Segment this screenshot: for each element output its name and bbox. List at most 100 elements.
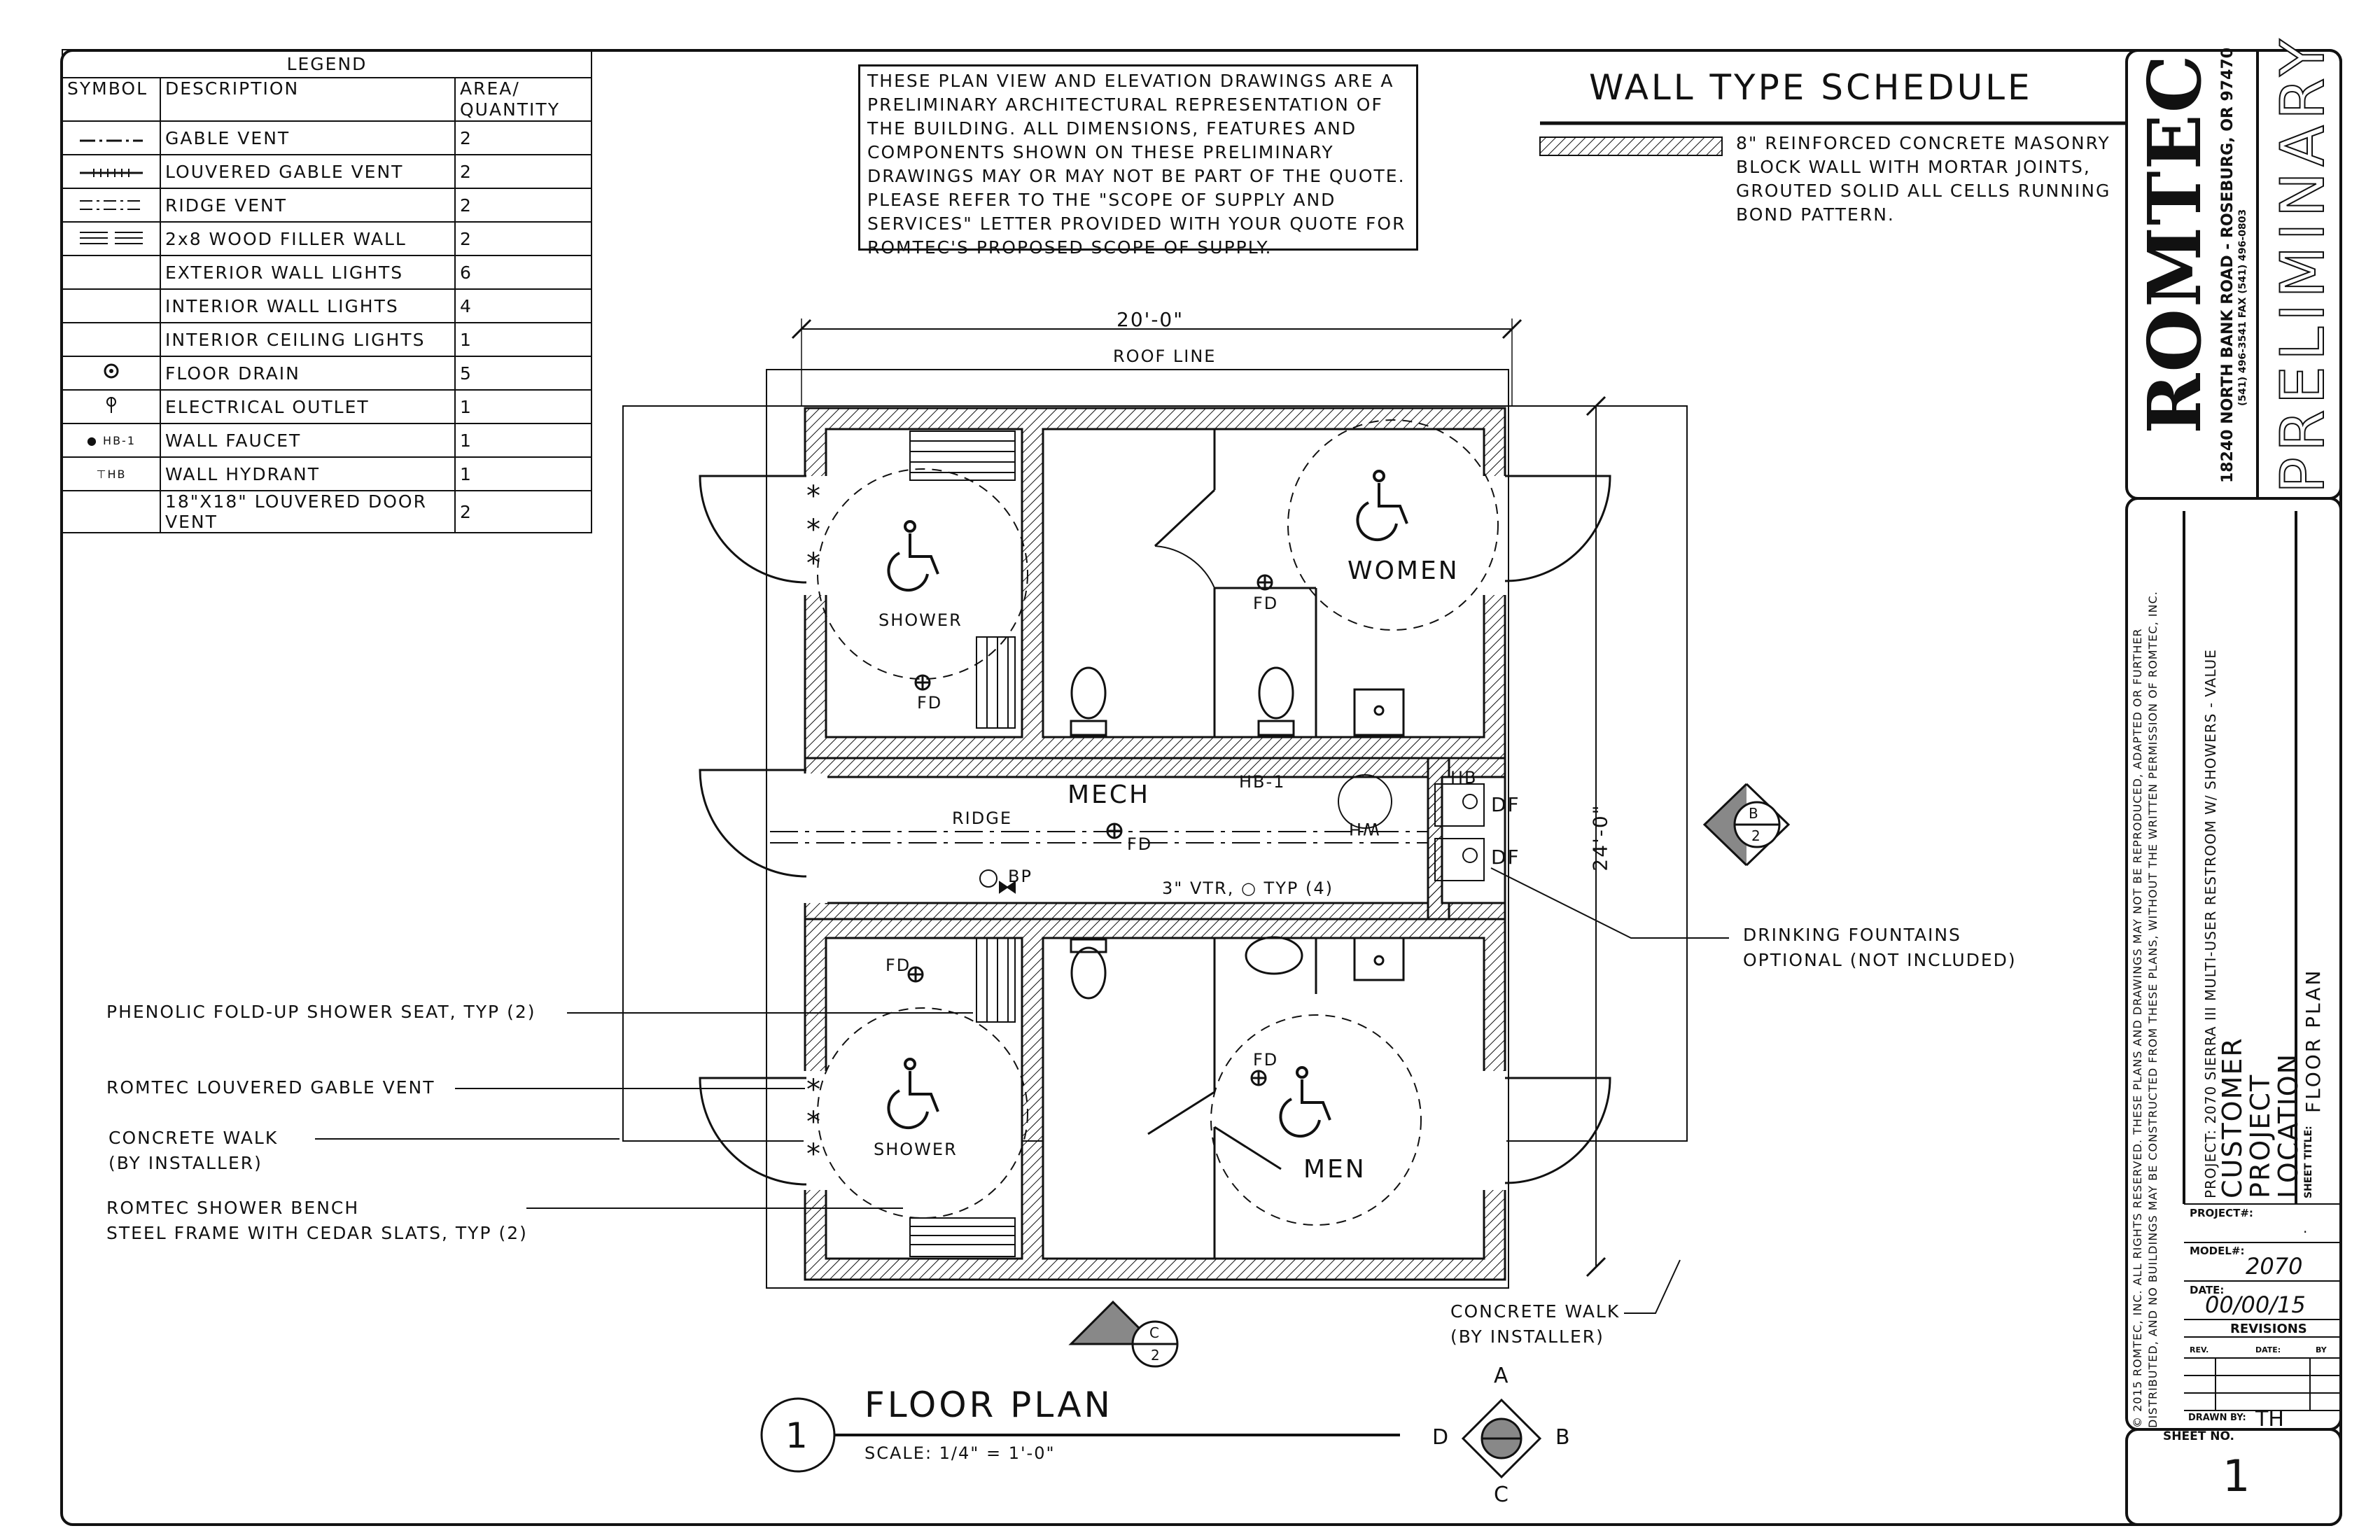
legend-qty: 1 [454, 389, 592, 424]
copyright-line1: © 2015 ROMTEC, INC. ALL RIGHTS RESERVED.… [2131, 628, 2144, 1428]
room-men: MEN [1303, 1155, 1366, 1184]
legend-description: FLOOR DRAIN [160, 356, 456, 391]
faucet-symbol-label: HB-1 [103, 433, 136, 447]
legend-description: EXTERIOR WALL LIGHTS [160, 255, 456, 290]
callout-fountains: DRINKING FOUNTAINS OPTIONAL (NOT INCLUDED… [1743, 923, 2017, 973]
compass-d: D [1432, 1425, 1449, 1450]
vtr-text: 3" VTR, [1162, 878, 1241, 898]
accessible-icon [887, 470, 1408, 1138]
callout-fountains-line2: OPTIONAL (NOT INCLUDED) [1743, 950, 2017, 970]
project-number: . [2303, 1219, 2308, 1236]
legend-qty: 6 [454, 255, 592, 290]
legend-qty: 2 [454, 188, 592, 223]
callout-fountains-line1: DRINKING FOUNTAINS [1743, 925, 1961, 945]
louvered-gable-vent-icon [62, 154, 161, 189]
customer-label: CUSTOMER [2217, 1037, 2248, 1198]
vtr-label: 3" VTR, ○ TYP (4) [1162, 878, 1334, 898]
dimension-width: 20'-0" [1116, 308, 1184, 331]
callout-walk-right: CONCRETE WALK (BY INSTALLER) [1450, 1299, 1620, 1350]
fd-label: FD [1253, 594, 1279, 613]
df-label: DF [1491, 846, 1520, 869]
ridge-vent-icon [62, 188, 161, 223]
drawing-scale: SCALE: 1/4" = 1'-0" [864, 1443, 1056, 1463]
callout-shower-seat: PHENOLIC FOLD-UP SHOWER SEAT, TYP (2) [106, 1002, 536, 1022]
revisions-label: REVISIONS [2230, 1322, 2307, 1336]
legend-row: ⊤HB WALL HYDRANT 1 [62, 456, 592, 491]
gable-vent-icon [62, 120, 161, 155]
legend-row: RIDGE VENT 2 [62, 188, 592, 223]
callout-bench-line1: ROMTEC SHOWER BENCH [106, 1198, 360, 1218]
compass-b: B [1555, 1425, 1570, 1450]
legend-header-symbol: SYMBOL [62, 77, 161, 122]
legend-qty: 2 [454, 120, 592, 155]
drawn-by-label: DRAWN BY: [2188, 1413, 2246, 1423]
legend-qty: 4 [454, 288, 592, 323]
callout-walk-right-line2: (BY INSTALLER) [1450, 1326, 1604, 1347]
legend-header-area: AREA/ QUANTITY [454, 77, 592, 122]
sheet-title-label: SHEET TITLE: [2303, 1126, 2314, 1198]
df-label: DF [1491, 793, 1520, 816]
legend-row: 18"X18" LOUVERED DOOR VENT 2 [62, 490, 592, 533]
legend-row: LOUVERED GABLE VENT 2 [62, 154, 592, 189]
wh-label: WH [1348, 819, 1380, 839]
legend-row: 2x8 WOOD FILLER WALL 2 [62, 221, 592, 256]
svg-text:*: * [806, 514, 820, 546]
wall-schedule-title: WALL TYPE SCHEDULE [1589, 67, 2033, 108]
section-c-number: 2 [1151, 1347, 1161, 1364]
legend-title: LEGEND [62, 49, 592, 78]
section-b-letter: B [1749, 805, 1760, 822]
hydrant-symbol-label: HB [107, 467, 127, 481]
sheet-number-label: SHEET NO. [2163, 1429, 2234, 1443]
sheet-number: 1 [2222, 1450, 2250, 1502]
svg-text:*: * [806, 1074, 820, 1106]
room-mech: MECH [1068, 780, 1151, 809]
company-logo: ROMTEC [2132, 53, 2218, 434]
legend-row: INTERIOR WALL LIGHTS 4 [62, 288, 592, 323]
preliminary-stamp: PRELIMINARY [2267, 33, 2339, 494]
legend-row: EXTERIOR WALL LIGHTS 6 [62, 255, 592, 290]
legend-row: FLOOR DRAIN 5 [62, 356, 592, 391]
callout-walk-right-line1: CONCRETE WALK [1450, 1301, 1620, 1322]
svg-text:*: * [806, 1106, 820, 1138]
legend-description: GABLE VENT [160, 120, 456, 155]
legend-qty: 1 [454, 322, 592, 357]
legend-row: ELECTRICAL OUTLET 1 [62, 389, 592, 424]
svg-text:*: * [806, 480, 820, 512]
wall-faucet-icon: ● HB-1 [62, 423, 161, 458]
sheet-title: FLOOR PLAN [2302, 968, 2325, 1113]
copyright-line2: DISTRIBUTED, AND NO BUILDINGS MAY BE CON… [2146, 591, 2160, 1428]
ridge-label: RIDGE [952, 808, 1012, 828]
callout-walk-left: CONCRETE WALK(BY INSTALLER) [108, 1126, 278, 1176]
hb-label: HB [1450, 768, 1478, 788]
bp-label: BP [1008, 867, 1032, 886]
legend-row: INTERIOR CEILING LIGHTS 1 [62, 322, 592, 357]
legend-qty: 1 [454, 423, 592, 458]
model-label: MODEL#: [2190, 1245, 2245, 1257]
date-value: 00/00/15 [2205, 1292, 2306, 1318]
floor-drain-icon [62, 356, 161, 391]
fd-label: FD [1253, 1050, 1279, 1070]
fd-label: FD [1127, 834, 1153, 854]
project-label: PROJECT [2245, 1073, 2276, 1198]
fd-label: FD [917, 693, 943, 713]
electrical-outlet-icon [62, 389, 161, 424]
legend-description: ELECTRICAL OUTLET [160, 389, 456, 424]
callout-walk-left-line1: CONCRETE WALK [108, 1128, 279, 1148]
rev-by-header: BY [2316, 1345, 2327, 1354]
room-women: WOMEN [1348, 556, 1460, 585]
legend-description: INTERIOR CEILING LIGHTS [160, 322, 456, 357]
vtr-typ: TYP (4) [1256, 878, 1334, 898]
drawing-title: FLOOR PLAN [864, 1385, 1113, 1425]
legend-description: WALL FAUCET [160, 423, 456, 458]
wall-schedule-text: 8" REINFORCED CONCRETE MASONRY BLOCK WAL… [1736, 133, 2111, 225]
company-phone: (541) 496-3541 FAX (541) 496-0803 [2237, 209, 2248, 406]
compass-c: C [1494, 1483, 1508, 1507]
project-number-label: PROJECT#: [2190, 1207, 2253, 1219]
dimension-depth: 24'-0" [1588, 804, 1612, 872]
fd-label: FD [886, 955, 911, 975]
legend-row: GABLE VENT 2 [62, 120, 592, 155]
room-shower-top: SHOWER [878, 610, 962, 630]
legend-qty: 5 [454, 356, 592, 391]
